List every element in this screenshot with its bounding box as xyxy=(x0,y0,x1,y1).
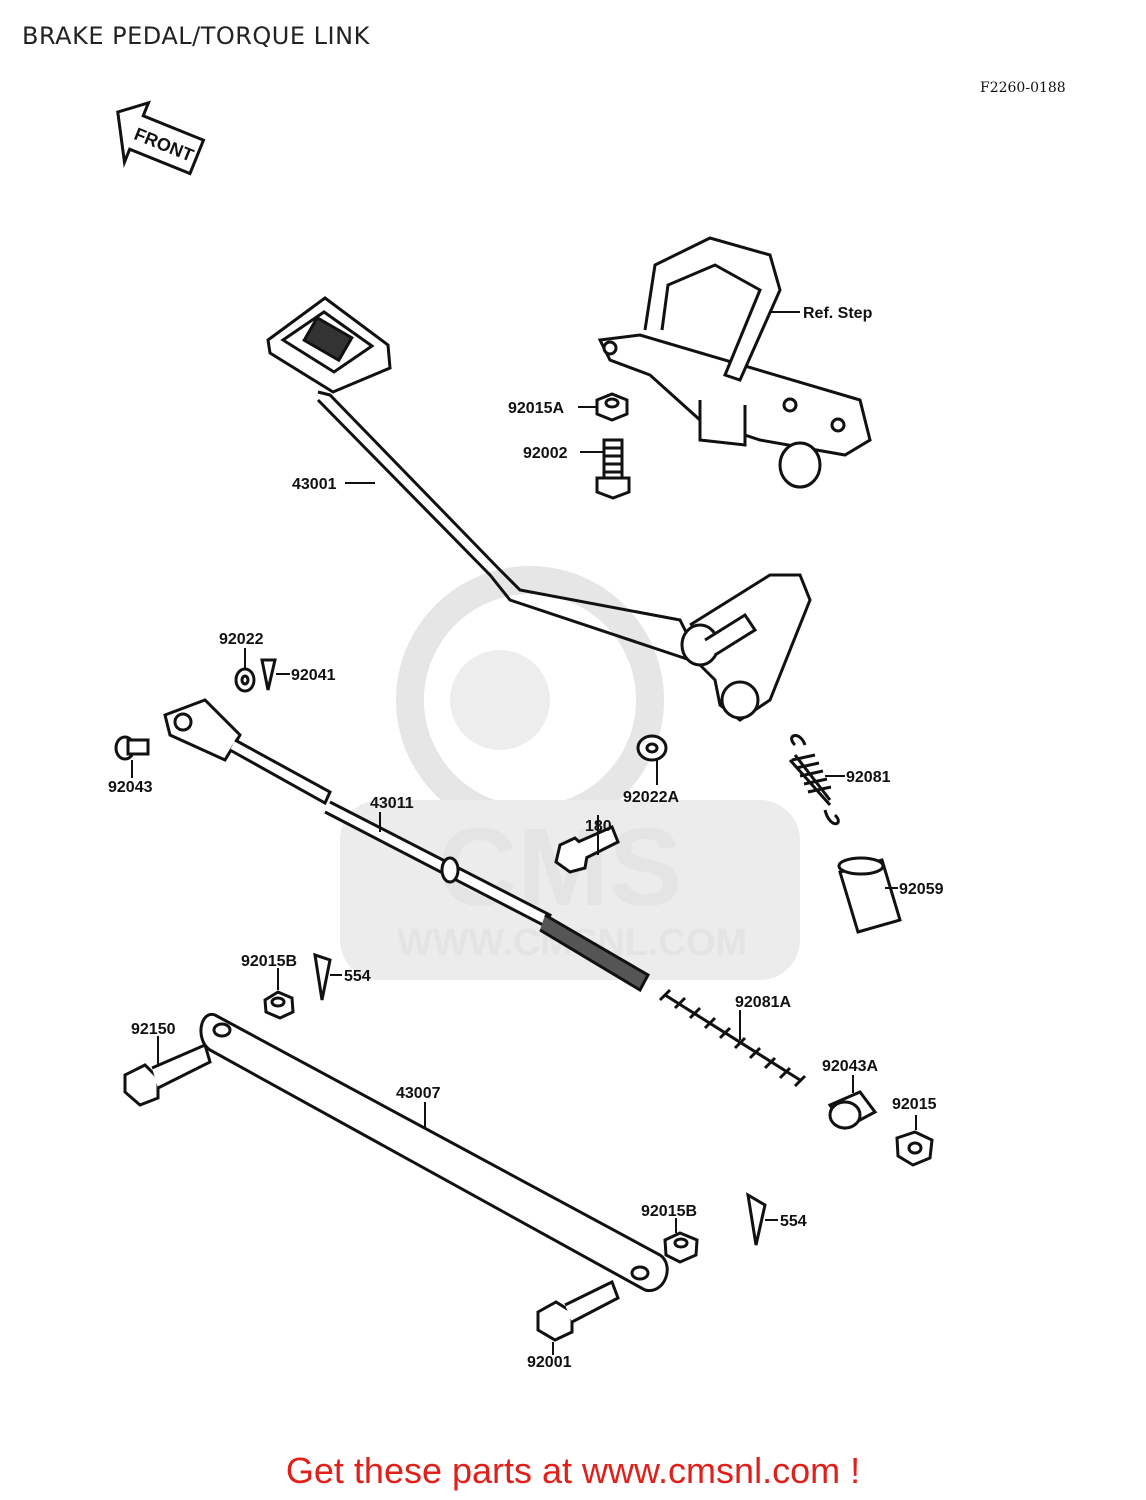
ref-step-bracket xyxy=(597,236,872,489)
nut-92015 xyxy=(895,1130,934,1167)
label-554-top: 554 xyxy=(344,968,371,985)
label-43001: 43001 xyxy=(292,476,337,493)
label-92015A: 92015A xyxy=(508,400,564,417)
promo-footer[interactable]: Get these parts at www.cmsnl.com ! xyxy=(285,1450,861,1491)
torque-link-43007 xyxy=(199,1013,669,1292)
watermark-brand: CMS xyxy=(438,806,682,929)
label-92150: 92150 xyxy=(131,1021,176,1038)
spring-92081A xyxy=(658,988,807,1088)
cotter-554-bottom xyxy=(746,1192,767,1246)
bolt-92150 xyxy=(123,1042,212,1107)
label-92041: 92041 xyxy=(291,667,336,684)
label-92015B-bottom: 92015B xyxy=(641,1203,697,1220)
label-92001: 92001 xyxy=(527,1354,572,1371)
figure-code: F2260-0188 xyxy=(980,80,1066,96)
cotter-554-top xyxy=(313,952,332,1001)
front-arrow: FRONT xyxy=(116,100,206,176)
label-92081A: 92081A xyxy=(735,994,791,1011)
label-554-bottom: 554 xyxy=(780,1213,807,1230)
label-ref-step: Ref. Step xyxy=(803,305,873,322)
washer-92022A xyxy=(636,734,668,762)
rod-43011 xyxy=(163,698,651,993)
nut-92015B-bottom xyxy=(663,1231,699,1264)
label-92043: 92043 xyxy=(108,779,153,796)
nut-92015B-top xyxy=(263,990,295,1020)
cotter-92041 xyxy=(260,658,277,691)
nut-92015A xyxy=(595,392,629,422)
label-92022: 92022 xyxy=(219,631,264,648)
page-title: BRAKE PEDAL/TORQUE LINK xyxy=(22,22,370,50)
spring-92081 xyxy=(788,734,840,826)
washer-92022 xyxy=(234,667,256,693)
label-43011: 43011 xyxy=(370,795,414,812)
label-92015B-top: 92015B xyxy=(241,953,297,970)
label-92043A: 92043A xyxy=(822,1058,878,1075)
label-92059: 92059 xyxy=(899,881,944,898)
brake-pedal xyxy=(266,296,812,722)
label-92081: 92081 xyxy=(846,769,891,786)
collar-92059 xyxy=(837,856,902,934)
bolt-92002 xyxy=(595,438,631,500)
label-92002: 92002 xyxy=(523,445,568,462)
callout-labels: Ref. Step 92015A 92002 43001 92022 92041… xyxy=(108,305,944,1371)
label-43007: 43007 xyxy=(396,1085,441,1102)
pin-92043 xyxy=(114,735,150,761)
label-180: 180 xyxy=(585,818,612,835)
bolt-92001 xyxy=(536,1279,620,1342)
label-92015: 92015 xyxy=(892,1096,937,1113)
trunnion-92043A xyxy=(827,1090,878,1130)
label-92022A: 92022A xyxy=(623,789,679,806)
